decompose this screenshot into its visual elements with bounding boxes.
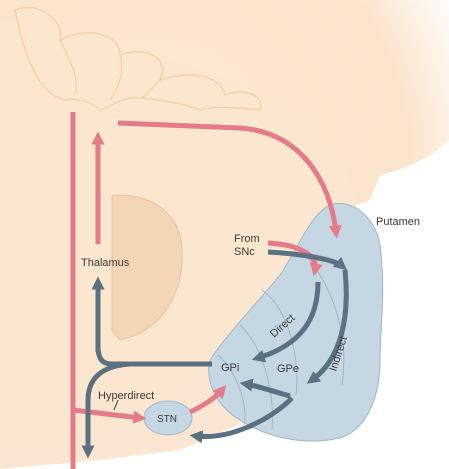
snc-indirect-arrow — [267, 249, 347, 271]
cortex-sulcus-line — [59, 39, 77, 96]
gpi-descending-output — [81, 361, 131, 459]
putamen-division-3 — [239, 324, 273, 431]
putamen-division-1 — [261, 289, 298, 396]
cortex-sulcus-line-2 — [109, 54, 123, 101]
direct-pathway-arrow — [251, 281, 321, 363]
indirect-pathway-arrow — [306, 269, 349, 384]
cortex-sulcus-line-3 — [139, 79, 161, 99]
stn-label: STN — [157, 414, 177, 425]
gpi-label: GPi — [221, 362, 239, 374]
stn-to-gpi-arrow — [188, 385, 227, 415]
thalamus-shape — [111, 194, 183, 341]
gpe-to-stn-arrow — [189, 396, 294, 444]
hyperdirect-label: Hyperdirect — [98, 390, 154, 402]
putamen-division-4 — [217, 354, 246, 426]
putamen-label: Putamen — [376, 216, 420, 228]
from-snc-label-line1: From — [234, 233, 260, 245]
hyperdirect-pathway-arrow — [72, 407, 147, 424]
thalamus-label: Thalamus — [81, 257, 130, 269]
cortico-striatal-arrow — [117, 120, 342, 239]
from-snc-label-line2: SNc — [234, 246, 255, 258]
hyperdirect-leader-line — [113, 399, 119, 411]
snc-direct-arrow — [267, 240, 323, 277]
gpe-label: GPe — [277, 363, 299, 375]
putamen-division-2 — [299, 249, 345, 386]
gpe-to-gpi-arrow — [239, 378, 291, 399]
